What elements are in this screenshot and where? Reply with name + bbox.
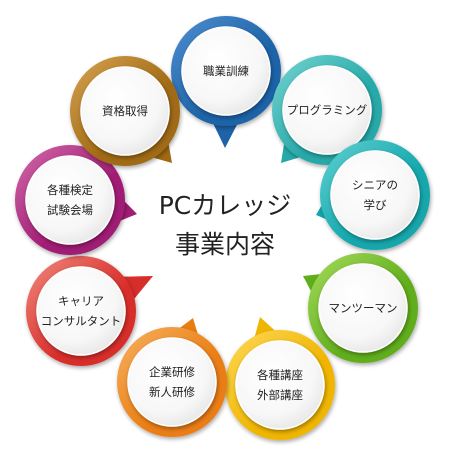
node-label: プログラミング [287,103,368,117]
node-programming: プログラミング [272,55,382,165]
node-inner-disc [318,263,408,353]
node-label: キャリア [58,294,104,308]
node-inner-disc [330,150,420,240]
center-title-line-2: 事業内容 [175,230,275,259]
node-label: 試験会場 [47,203,93,217]
node-inner-disc [181,26,271,116]
node-inner-disc [25,155,115,245]
node-vocational-training: 職業訓練 [171,16,281,148]
node-inner-disc [36,266,126,356]
center-title-line-1: PCカレッジ [159,191,292,220]
node-label: 資格取得 [102,104,148,118]
node-label: 各種講座 [257,368,303,382]
node-one-on-one: マンツーマン [303,253,418,363]
node-label: 職業訓練 [203,64,249,78]
node-label: 学び [364,198,387,212]
node-label: 各種検定 [47,183,93,197]
node-label: コンサルタント [41,314,122,328]
service-nodes: 職業訓練プログラミングシニアの学びマンツーマン各種講座外部講座企業研修新人研修キ… [15,16,430,440]
node-inner-disc [282,65,372,155]
node-label: 新人研修 [149,385,195,399]
node-label: 外部講座 [257,388,303,402]
node-label: シニアの [352,178,398,192]
node-inner-disc [127,337,217,427]
node-label: 企業研修 [149,365,195,379]
node-qualifications: 資格取得 [70,56,180,166]
node-inner-disc [80,66,170,156]
node-inner-disc [235,340,325,430]
node-label: マンツーマン [329,301,398,315]
